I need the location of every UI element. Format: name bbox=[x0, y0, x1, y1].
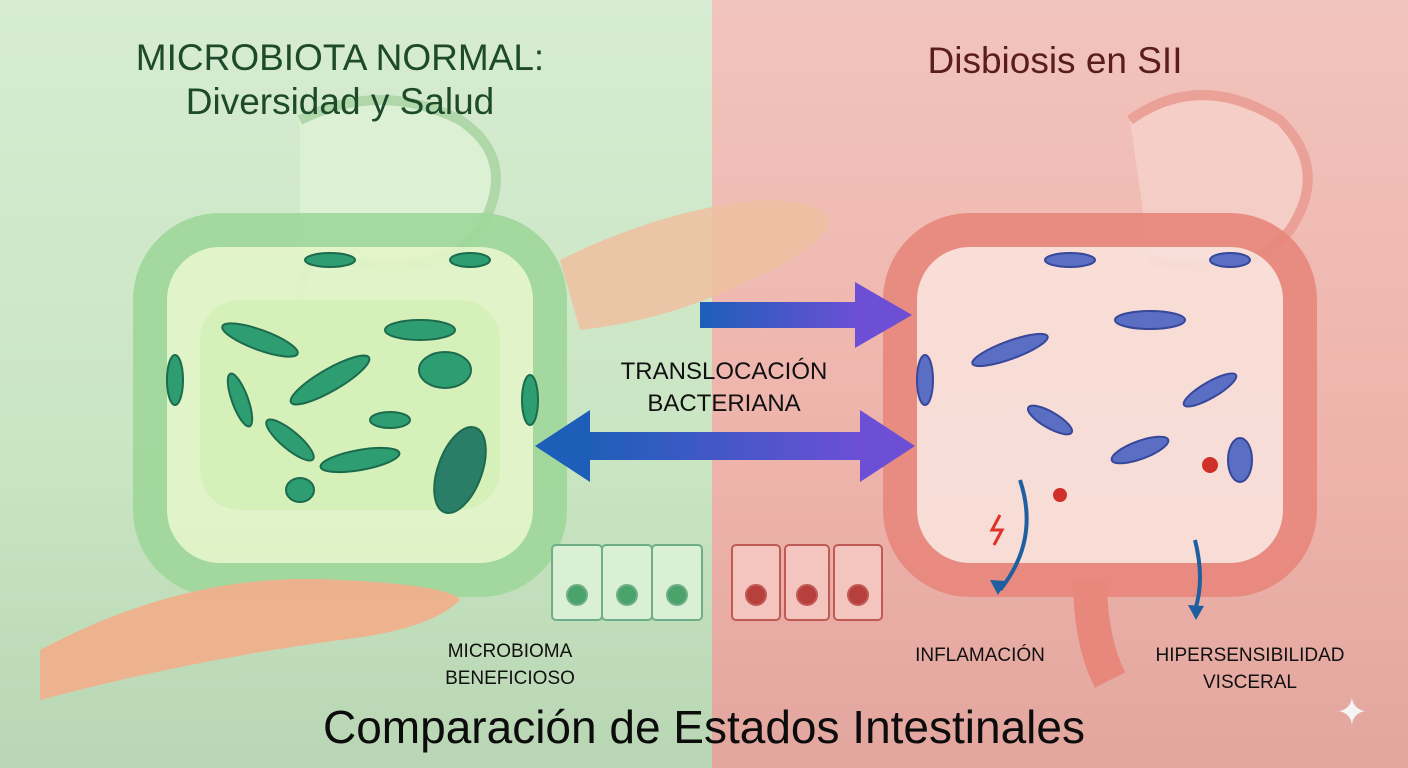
healthy-epithelium bbox=[551, 544, 703, 621]
beneficial-bacteria bbox=[166, 252, 539, 514]
healthy-title-line1: MICROBIOTA NORMAL: bbox=[135, 37, 545, 78]
arrow-right bbox=[700, 282, 912, 348]
beneficial-microbiome-label: MICROBIOMA BENEFICIOSO bbox=[410, 638, 610, 692]
arrow-down-icon bbox=[1188, 605, 1204, 620]
hand-top bbox=[560, 200, 830, 330]
sparkle-icon: ✦ bbox=[1336, 692, 1368, 734]
pathogen-icon bbox=[1202, 457, 1218, 473]
intestine-dysbiosis bbox=[883, 213, 1317, 688]
hyper-line1: HIPERSENSIBILIDAD bbox=[1155, 645, 1345, 666]
visceral-hypersensitivity-label: HIPERSENSIBILIDAD VISCERAL bbox=[1130, 642, 1370, 696]
hand-bottom bbox=[40, 578, 460, 700]
dysbiotic-bacteria bbox=[916, 252, 1253, 483]
lightning-icon bbox=[989, 514, 1005, 546]
hyper-line2: VISCERAL bbox=[1203, 672, 1297, 693]
arrow-down-icon bbox=[990, 580, 1006, 595]
double-arrow bbox=[535, 410, 915, 482]
dysbiosis-title: Disbiosis en SII bbox=[927, 40, 1183, 81]
beneficial-line1: MICROBIOMA bbox=[447, 641, 573, 662]
footer-title: Comparación de Estados Intestinales bbox=[323, 701, 1085, 753]
damaged-epithelium bbox=[731, 544, 883, 621]
healthy-title-line2: Diversidad y Salud bbox=[185, 81, 495, 122]
inflammation-label: INFLAMACIÓN bbox=[915, 645, 1045, 666]
translocation-label: TRANSLOCACIÓN BACTERIANA bbox=[574, 356, 874, 420]
beneficial-line2: BENEFICIOSO bbox=[445, 668, 575, 689]
translocation-line1: TRANSLOCACIÓN bbox=[620, 358, 828, 385]
healthy-title: MICROBIOTA NORMAL: Diversidad y Salud bbox=[60, 36, 620, 124]
intestine-healthy bbox=[133, 213, 567, 597]
translocation-line2: BACTERIANA bbox=[647, 390, 801, 417]
pathogen-icon bbox=[1053, 488, 1067, 502]
